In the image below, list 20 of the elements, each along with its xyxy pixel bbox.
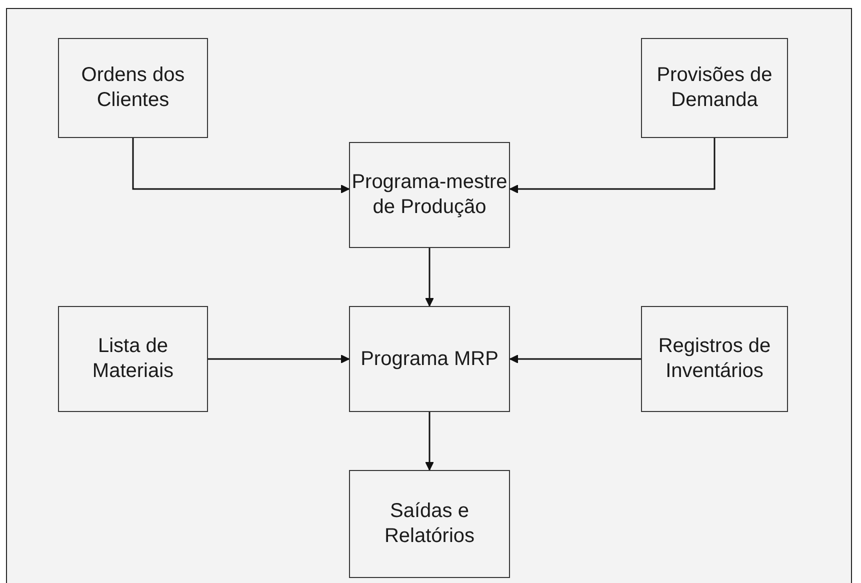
box-label: Saídas e Relatórios	[383, 499, 476, 549]
process-box	[349, 306, 510, 412]
arrow	[510, 138, 716, 194]
process-box	[641, 38, 788, 138]
box-label: Lista de Materiais	[91, 334, 175, 384]
arrow	[208, 354, 350, 364]
box-label: Ordens dos Clientes	[80, 63, 186, 113]
arrow	[132, 138, 350, 194]
process-box	[58, 306, 208, 412]
arrow	[425, 412, 434, 470]
arrow	[510, 354, 641, 364]
process-box	[349, 470, 510, 578]
box-label: Programa-mestre de Produção	[350, 170, 508, 220]
box-label: Provisões de Demanda	[656, 63, 774, 113]
process-box	[58, 38, 208, 138]
process-box	[641, 306, 788, 412]
box-label: Registros de Inventários	[657, 334, 772, 384]
process-box	[349, 142, 510, 248]
arrow	[425, 248, 434, 306]
box-label: Programa MRP	[360, 346, 498, 372]
